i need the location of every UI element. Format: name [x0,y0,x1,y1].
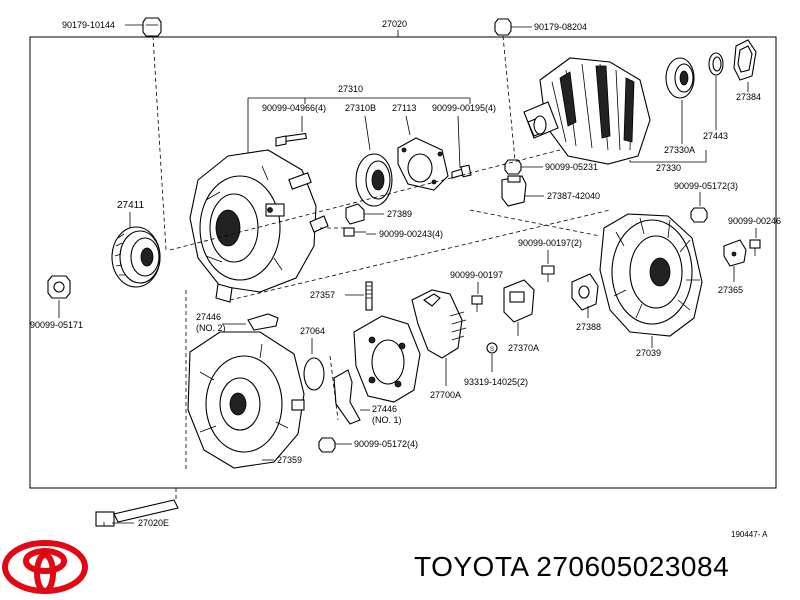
part-27388-insulator [571,273,599,318]
part-90099-00197-screw-b [471,282,483,312]
part-27700A-regulator [411,289,467,386]
toyota-logo [2,540,88,594]
callout-90099-00197: 90099-00197 [450,270,503,280]
callout-27384: 27384 [736,92,761,102]
part-27113-plate [397,115,449,191]
part-27389-insulator [345,203,384,225]
part-90099-00243-screw [343,227,376,237]
callout-93319-14025: 93319-14025(2) [464,377,528,387]
part-27310B-bearing [355,115,393,207]
callout-90179-10144: 90179-10144 [62,20,115,30]
callout-90099-00195: 90099-00195(4) [432,103,496,113]
part-90179-08204 [494,18,532,161]
brand-part-number: TOYOTA 270605023084 [414,551,730,582]
callout-27700A: 27700A [430,390,461,400]
part-27387-42040-bushing [501,175,544,207]
part-90179-10144 [125,17,167,251]
part-27443-ring [708,52,724,76]
part-27365-plate [723,239,747,282]
callout-27365: 27365 [718,285,743,295]
callout-27446-no1-sub: (NO. 1) [372,415,402,425]
callout-90099-00197-2: 90099-00197(2) [518,238,582,248]
callout-27411: 27411 [117,200,145,211]
part-27446-no1-bracket [333,369,370,425]
part-27446-no2-terminal [222,313,279,331]
callout-27388: 27388 [576,322,601,332]
callout-27389: 27389 [387,209,412,219]
callout-27064: 27064 [300,326,325,336]
callout-27370A: 27370A [508,343,539,353]
part-stud-bolt [275,116,307,147]
part-drive-end-frame [189,149,329,303]
part-27384-cover [733,39,757,81]
callout-27387-42040: 27387-42040 [547,191,600,201]
part-27330A-bearing [665,57,695,99]
part-27357-terminal-bolt [345,281,373,311]
callout-27357: 27357 [310,290,335,300]
part-90099-05172-4-nut [318,437,352,453]
callout-27446-no2-sub: (NO. 2) [196,323,226,333]
part-90099-00195-screw [451,115,472,179]
callout-27446-no2: 27446 [196,312,221,322]
callout-27039: 27039 [636,348,661,358]
callout-90099-05231: 90099-05231 [545,162,598,172]
callout-27443: 27443 [703,131,728,141]
part-rectifier [353,315,421,403]
part-27064-cap [303,338,325,391]
callout-27359: 27359 [277,455,302,465]
part-90099-05231-nut [504,159,543,175]
diagram-frame [29,36,777,489]
callout-27020E: 27020E [138,518,169,528]
figure-reference: 190447- A [731,530,768,539]
part-90099-00246-screw [749,228,761,256]
callout-27330A: 27330A [664,145,695,155]
part-90099-05171-nut [47,275,71,318]
callout-90099-04966: 90099-04966(4) [262,103,326,113]
callout-27330: 27330 [656,163,681,173]
part-27359-rear-frame [187,331,305,469]
callout-27446-no1: 27446 [372,404,397,414]
callout-27310B: 27310B [345,103,376,113]
part-93319-14025-washer: S [486,342,498,372]
part-27020E-bolt [95,488,179,527]
callout-90099-05171: 90099-05171 [30,320,83,330]
callout-27113: 27113 [392,103,416,113]
callout-27310: 27310 [338,84,363,94]
callout-90099-05172-4: 90099-05172(4) [354,439,418,449]
part-27411-pulley [111,226,161,288]
part-90099-00197-screw-a [541,250,555,282]
part-rotor [523,57,651,165]
callout-90099-00246: 90099-00246 [728,216,781,226]
part-90099-05172-nut [690,192,708,223]
part-27370A-brush-holder [503,279,535,336]
part-27039-rear-cover [599,213,703,348]
svg-text:S: S [490,347,494,353]
callout-90179-08204: 90179-08204 [534,22,587,32]
callout-90099-05172-3: 90099-05172(3) [674,181,738,191]
callout-27020: 27020 [382,19,407,29]
callout-90099-00243: 90099-00243(4) [379,229,443,239]
